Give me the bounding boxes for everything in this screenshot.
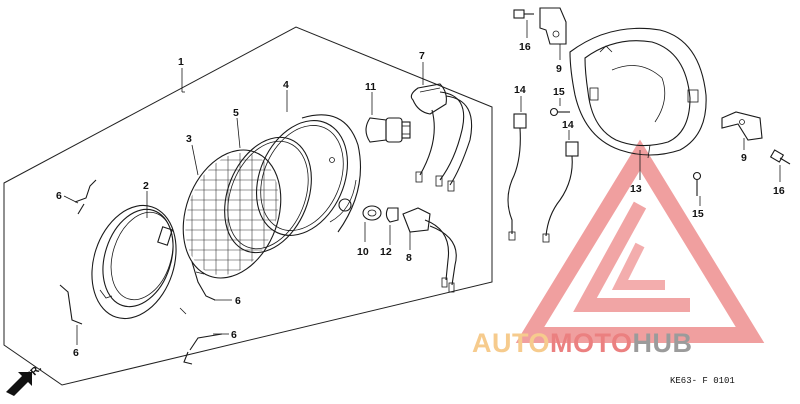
callout-10: 10 [357, 246, 369, 258]
watermark-text: AUTOMOTOHUB [472, 328, 693, 358]
callout-9-top: 9 [556, 63, 562, 75]
callout-16-right: 16 [773, 185, 785, 197]
callout-12: 12 [380, 246, 392, 258]
part-bolt-top [513, 9, 534, 19]
callout-9-right: 9 [741, 152, 747, 164]
callout-6-lower: 6 [231, 329, 237, 341]
callout-4: 4 [283, 79, 289, 91]
diagram-code: KE63- F 0101 [670, 376, 735, 386]
part-reflector [255, 114, 361, 236]
part-bracket-right [721, 111, 763, 141]
callout-14-left: 14 [514, 84, 526, 96]
watermark-triangle-icon [515, 139, 765, 343]
part-harness-left [507, 113, 527, 241]
callout-6-upper: 6 [56, 190, 62, 202]
part-clip-left [59, 284, 83, 325]
part-bulb [365, 117, 411, 143]
callout-7: 7 [419, 50, 425, 62]
part-clip-upper [74, 179, 97, 215]
callout-14-right: 14 [562, 119, 574, 131]
part-harness-right [542, 141, 579, 243]
callout-6-left: 6 [73, 347, 79, 359]
callout-15-upper: 15 [553, 86, 565, 98]
part-position-bulb [385, 207, 399, 223]
part-bracket-top [539, 7, 567, 45]
part-grommet [362, 205, 382, 221]
callout-3: 3 [186, 133, 192, 145]
callout-1: 1 [178, 56, 184, 68]
part-screw-lower [692, 171, 702, 196]
part-socket [410, 83, 473, 192]
callout-16-top: 16 [519, 41, 531, 53]
part-screw-upper [549, 107, 570, 117]
callout-6-mid: 6 [235, 295, 241, 307]
front-direction-arrow: FR. [6, 362, 44, 396]
part-position-socket [402, 207, 457, 293]
callout-15-lower: 15 [692, 208, 704, 220]
watermark-word-auto: AUTO [472, 328, 550, 358]
assembly-outline-box [3, 26, 493, 386]
callout-13: 13 [630, 183, 642, 195]
part-bolt-right [769, 149, 791, 165]
watermark-logo: AUTOMOTOHUB [472, 139, 765, 358]
part-rim [91, 204, 187, 320]
watermark-word-moto: MOTO [550, 328, 633, 358]
watermark-word-hub: HUB [633, 328, 693, 358]
part-gasket [224, 136, 312, 254]
part-headlight-case [569, 27, 707, 159]
part-lens [170, 140, 295, 289]
callout-5: 5 [233, 107, 239, 119]
part-clip-mid [191, 261, 216, 301]
part-clip-lower [183, 333, 223, 365]
callout-2: 2 [143, 180, 149, 192]
callout-11: 11 [365, 81, 376, 93]
callout-8: 8 [406, 252, 412, 264]
